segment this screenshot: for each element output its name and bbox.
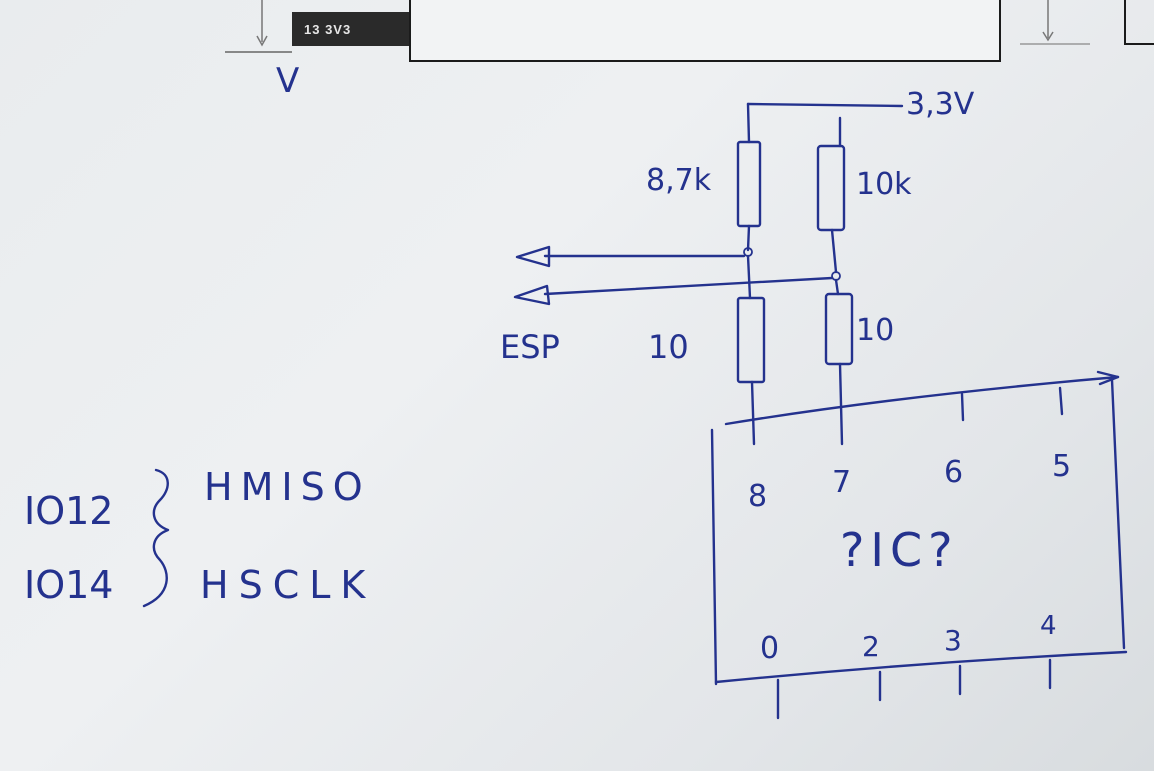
resistor-lead bbox=[750, 380, 756, 446]
left-branch-top bbox=[746, 102, 751, 144]
esp-line-lower bbox=[543, 276, 834, 296]
ic-top-edge bbox=[724, 375, 1120, 426]
ic-label: ?IC? bbox=[840, 523, 959, 577]
io-mapping-notes: IO12 IO14 HMISO HSCLK bbox=[24, 465, 375, 608]
ic-pin-bottom-2: 2 bbox=[862, 630, 880, 663]
ic-pin-top-2: 7 bbox=[832, 465, 851, 500]
resistor-body bbox=[824, 292, 854, 366]
top-v-mark: V bbox=[276, 61, 299, 101]
printed-header: 13 3V3 bbox=[225, 0, 1154, 62]
resistor-body bbox=[816, 144, 846, 232]
ic-pin-top-1: 8 bbox=[748, 479, 767, 514]
resistor-left-lower-label: 10 bbox=[648, 328, 689, 366]
resistor-left-upper: 8,7k bbox=[646, 140, 762, 252]
arrowhead-left-icon bbox=[515, 245, 551, 268]
printed-module-outline bbox=[409, 0, 1001, 62]
supply-label: 3,3V bbox=[906, 87, 975, 122]
resistor-left-lower: 10 bbox=[648, 254, 766, 446]
printed-arrowhead-right bbox=[1042, 31, 1054, 42]
ic-pin-tick bbox=[1058, 386, 1064, 416]
esp-label: ESP bbox=[500, 328, 560, 366]
ic-pin-bottom-1: 0 bbox=[760, 631, 779, 666]
resistor-body bbox=[736, 140, 762, 228]
ic-pin-bottom-4: 4 bbox=[1040, 611, 1057, 641]
resistor-lead bbox=[830, 228, 838, 274]
resistor-right-lower-label: 10 bbox=[856, 313, 894, 348]
resistor-left-upper-label: 8,7k bbox=[646, 163, 712, 198]
resistor-lead bbox=[834, 278, 840, 296]
io-map-pin-1: IO12 bbox=[24, 489, 113, 533]
io-map-signal-1: HMISO bbox=[204, 465, 371, 509]
printed-edge-right bbox=[1124, 0, 1154, 45]
ic-package: 8 7 6 5 0 2 3 4 ?IC? bbox=[710, 370, 1128, 720]
pin-label-box bbox=[292, 12, 410, 46]
ic-pin-top-3: 6 bbox=[944, 455, 963, 490]
ic-pin-tick bbox=[960, 392, 965, 422]
io-map-signal-2: HSCLK bbox=[200, 563, 375, 607]
supply-rail-line bbox=[746, 102, 904, 108]
pin-label: 13 3V3 bbox=[304, 22, 351, 37]
io-map-pin-2: IO14 bbox=[24, 563, 113, 607]
supply-rail: 3,3V bbox=[746, 87, 975, 148]
ic-pin-bottom-3: 3 bbox=[944, 624, 962, 657]
resistor-lead bbox=[746, 224, 751, 252]
printed-arrowhead-left bbox=[256, 35, 268, 47]
junction-right bbox=[831, 271, 841, 281]
resistor-body bbox=[736, 296, 766, 384]
ic-bottom-edge bbox=[714, 650, 1128, 684]
resistor-right-lower: 10 bbox=[824, 278, 894, 446]
curly-brace bbox=[142, 468, 170, 608]
ic-pin-top-4: 5 bbox=[1052, 449, 1071, 484]
resistor-right-upper: 10k bbox=[816, 144, 912, 274]
ic-top-edge-arrow bbox=[1096, 370, 1120, 386]
resistor-lead bbox=[838, 362, 844, 446]
resistor-right-upper-label: 10k bbox=[856, 167, 912, 202]
ic-left-edge bbox=[710, 428, 718, 686]
resistor-lead bbox=[746, 254, 752, 300]
arrowhead-left-icon bbox=[513, 284, 551, 306]
ic-right-edge bbox=[1110, 378, 1126, 650]
